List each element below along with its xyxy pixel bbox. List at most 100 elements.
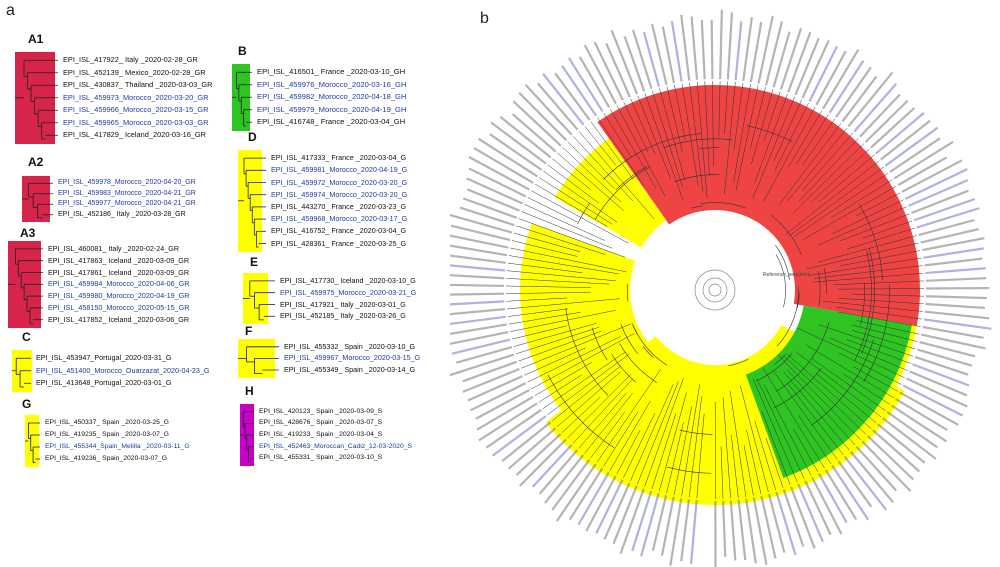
- leaf-label-mark: [478, 402, 538, 442]
- leaf-label: EPI_ISL_416752_ France _2020-03-04_G: [271, 226, 407, 236]
- leaf-label-mark: [603, 482, 631, 540]
- leaf-label: EPI_ISL_459977_Morocco_2020-04-21_GR: [58, 200, 196, 208]
- subtree-branches-d: [238, 157, 266, 248]
- leaf-label-mark: [864, 99, 909, 143]
- tree-branch: [637, 95, 672, 180]
- leaf-label-mark: [466, 188, 520, 212]
- tree-branch: [673, 406, 692, 495]
- leaf-label-mark: [911, 189, 969, 215]
- tree-branch: [521, 211, 612, 249]
- tree-branch: [506, 291, 591, 294]
- tree-branch: [765, 437, 784, 488]
- leaf-label-mark: [567, 57, 604, 113]
- tree-branch: [810, 148, 870, 203]
- leaf-label-mark: [895, 398, 948, 432]
- tree-branch: [609, 400, 651, 471]
- tree-arc: [797, 292, 800, 309]
- tree-branch: [756, 378, 805, 480]
- leaf-label-mark: [660, 496, 675, 556]
- leaf-label-mark: [886, 411, 938, 449]
- leaf-label: EPI_ISL_428361_ France _2020-03-25_G: [271, 238, 407, 248]
- tree-branch: [578, 131, 655, 220]
- tree-branch: [696, 81, 708, 199]
- tree-branch: [817, 206, 907, 246]
- leaf-label-mark: [450, 234, 509, 249]
- tree-arc: [632, 325, 668, 366]
- leaf-label-mark: [849, 450, 894, 503]
- leaf-label-mark: [853, 83, 898, 133]
- leaf-label-mark: [670, 20, 683, 82]
- leaf-label: EPI_ISL_459984_Morocco_2020-04-06_GR: [48, 279, 190, 289]
- tree-arc: [615, 166, 648, 190]
- tree-arc: [595, 167, 650, 220]
- leaf-label-mark: [631, 29, 653, 90]
- tree-branch: [751, 89, 774, 165]
- leaf-label: EPI_ISL_459982_Morocco_2020-04-18_GH: [257, 92, 407, 102]
- leaf-label: EPI_ISL_459967_Morocco_2020-03-15_G: [284, 353, 421, 363]
- leaf-label-mark: [450, 323, 508, 335]
- subtree-branches-h: [240, 411, 254, 463]
- tree-branch: [731, 434, 739, 498]
- leaf-label-mark: [835, 66, 872, 118]
- tree-branch: [832, 199, 904, 235]
- tree-branch: [836, 306, 923, 320]
- leaf-label: EPI_ISL_459976_Morocco_2020-03-16_GH: [257, 79, 407, 89]
- leaf-label-mark: [918, 218, 975, 237]
- leaf-label-mark: [640, 493, 660, 557]
- tree-arc: [728, 359, 749, 367]
- leaf-label: EPI_ISL_413648_Portugal_2020-03-01_G: [36, 378, 172, 388]
- leaf-label-mark: [593, 41, 624, 101]
- leaf-label-mark: [916, 207, 980, 229]
- tree-branch: [752, 96, 795, 199]
- leaf-label-mark: [908, 179, 969, 207]
- leaf-label-mark: [669, 498, 683, 566]
- subtree-branches-a3: [8, 248, 43, 324]
- tree-branch: [787, 382, 844, 456]
- tree-branch: [521, 323, 632, 369]
- tree-branch: [761, 410, 791, 486]
- leaf-label-mark: [797, 483, 824, 543]
- tree-arc: [611, 353, 636, 383]
- tree-branch: [772, 370, 838, 460]
- leaf-label-mark: [489, 133, 543, 171]
- tree-branch: [839, 250, 921, 267]
- tree-branch: [556, 371, 621, 428]
- tree-branch: [666, 422, 684, 494]
- leaf-label-mark: [808, 45, 838, 102]
- tree-branch: [658, 392, 687, 492]
- tree-branch: [720, 446, 724, 499]
- leaf-label-mark: [538, 449, 579, 495]
- subtree-branches-g: [25, 422, 40, 463]
- tree-branch: [833, 280, 924, 286]
- tree-branch: [846, 227, 915, 250]
- tree-arc: [863, 284, 890, 382]
- tree-branch: [538, 177, 613, 225]
- tree-branch: [573, 136, 634, 202]
- tree-branch: [763, 91, 781, 141]
- leaf-label-mark: [760, 495, 777, 559]
- tree-branch: [527, 197, 578, 223]
- leaf-label-mark: [491, 415, 547, 457]
- tree-branch: [793, 429, 819, 473]
- tree-branch: [518, 218, 626, 258]
- leaf-label-mark: [828, 60, 865, 114]
- leaf-label-mark: [519, 438, 567, 487]
- tree-arc: [775, 245, 790, 280]
- leaf-label-mark: [524, 83, 573, 136]
- leaf-label-mark: [605, 42, 631, 98]
- leaf-label-mark: [875, 112, 925, 155]
- tree-branch: [527, 336, 621, 383]
- leaf-label-mark: [880, 119, 931, 161]
- leaf-label-mark: [462, 360, 517, 383]
- tree-branch: [506, 298, 620, 310]
- tree-branch: [603, 113, 632, 158]
- leaf-label-mark: [450, 308, 505, 316]
- leaf-label-mark: [729, 500, 737, 561]
- tree-branch: [506, 285, 591, 288]
- leaf-label: EPI_ISL_459978_Morocco_2020-04-20_GR: [58, 179, 196, 187]
- leaf-label: EPI_ISL_459975_Morocco_2020-03-21_G: [280, 287, 417, 297]
- tree-arc: [746, 125, 793, 143]
- tree-branch: [779, 123, 842, 205]
- tree-branch: [508, 255, 619, 275]
- leaf-label: EPI_ISL_459974_Morocco_2020-03-20_G: [271, 189, 408, 199]
